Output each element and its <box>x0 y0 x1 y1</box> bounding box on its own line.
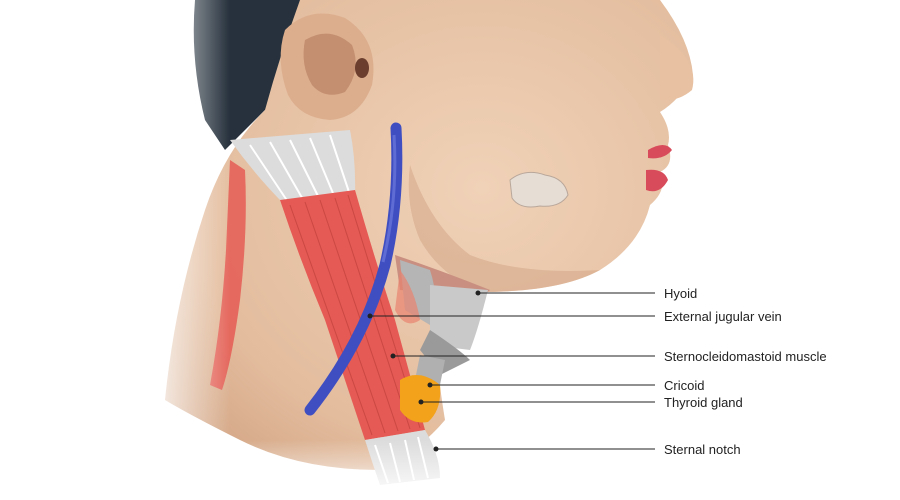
external-jugular-vein-shape <box>304 122 403 416</box>
mandible-bone <box>509 171 569 208</box>
label-cricoid: Cricoid <box>664 378 705 393</box>
label-thyroid-gland: Thyroid gland <box>664 395 743 410</box>
sternocleidomastoid <box>280 190 425 440</box>
ear <box>280 13 374 121</box>
upper-tendon <box>230 130 356 206</box>
label-hyoid: Hyoid <box>664 286 698 301</box>
leader-lines <box>367 290 655 452</box>
label-external-jugular-vein: External jugular vein <box>664 309 782 324</box>
label-sternal-notch: Sternal notch <box>664 442 741 457</box>
label-sternocleidomastoid-muscle: Sternocleidomastoid muscle <box>664 349 827 364</box>
face-features <box>646 35 694 192</box>
skin <box>165 0 693 470</box>
larynx <box>395 255 490 385</box>
